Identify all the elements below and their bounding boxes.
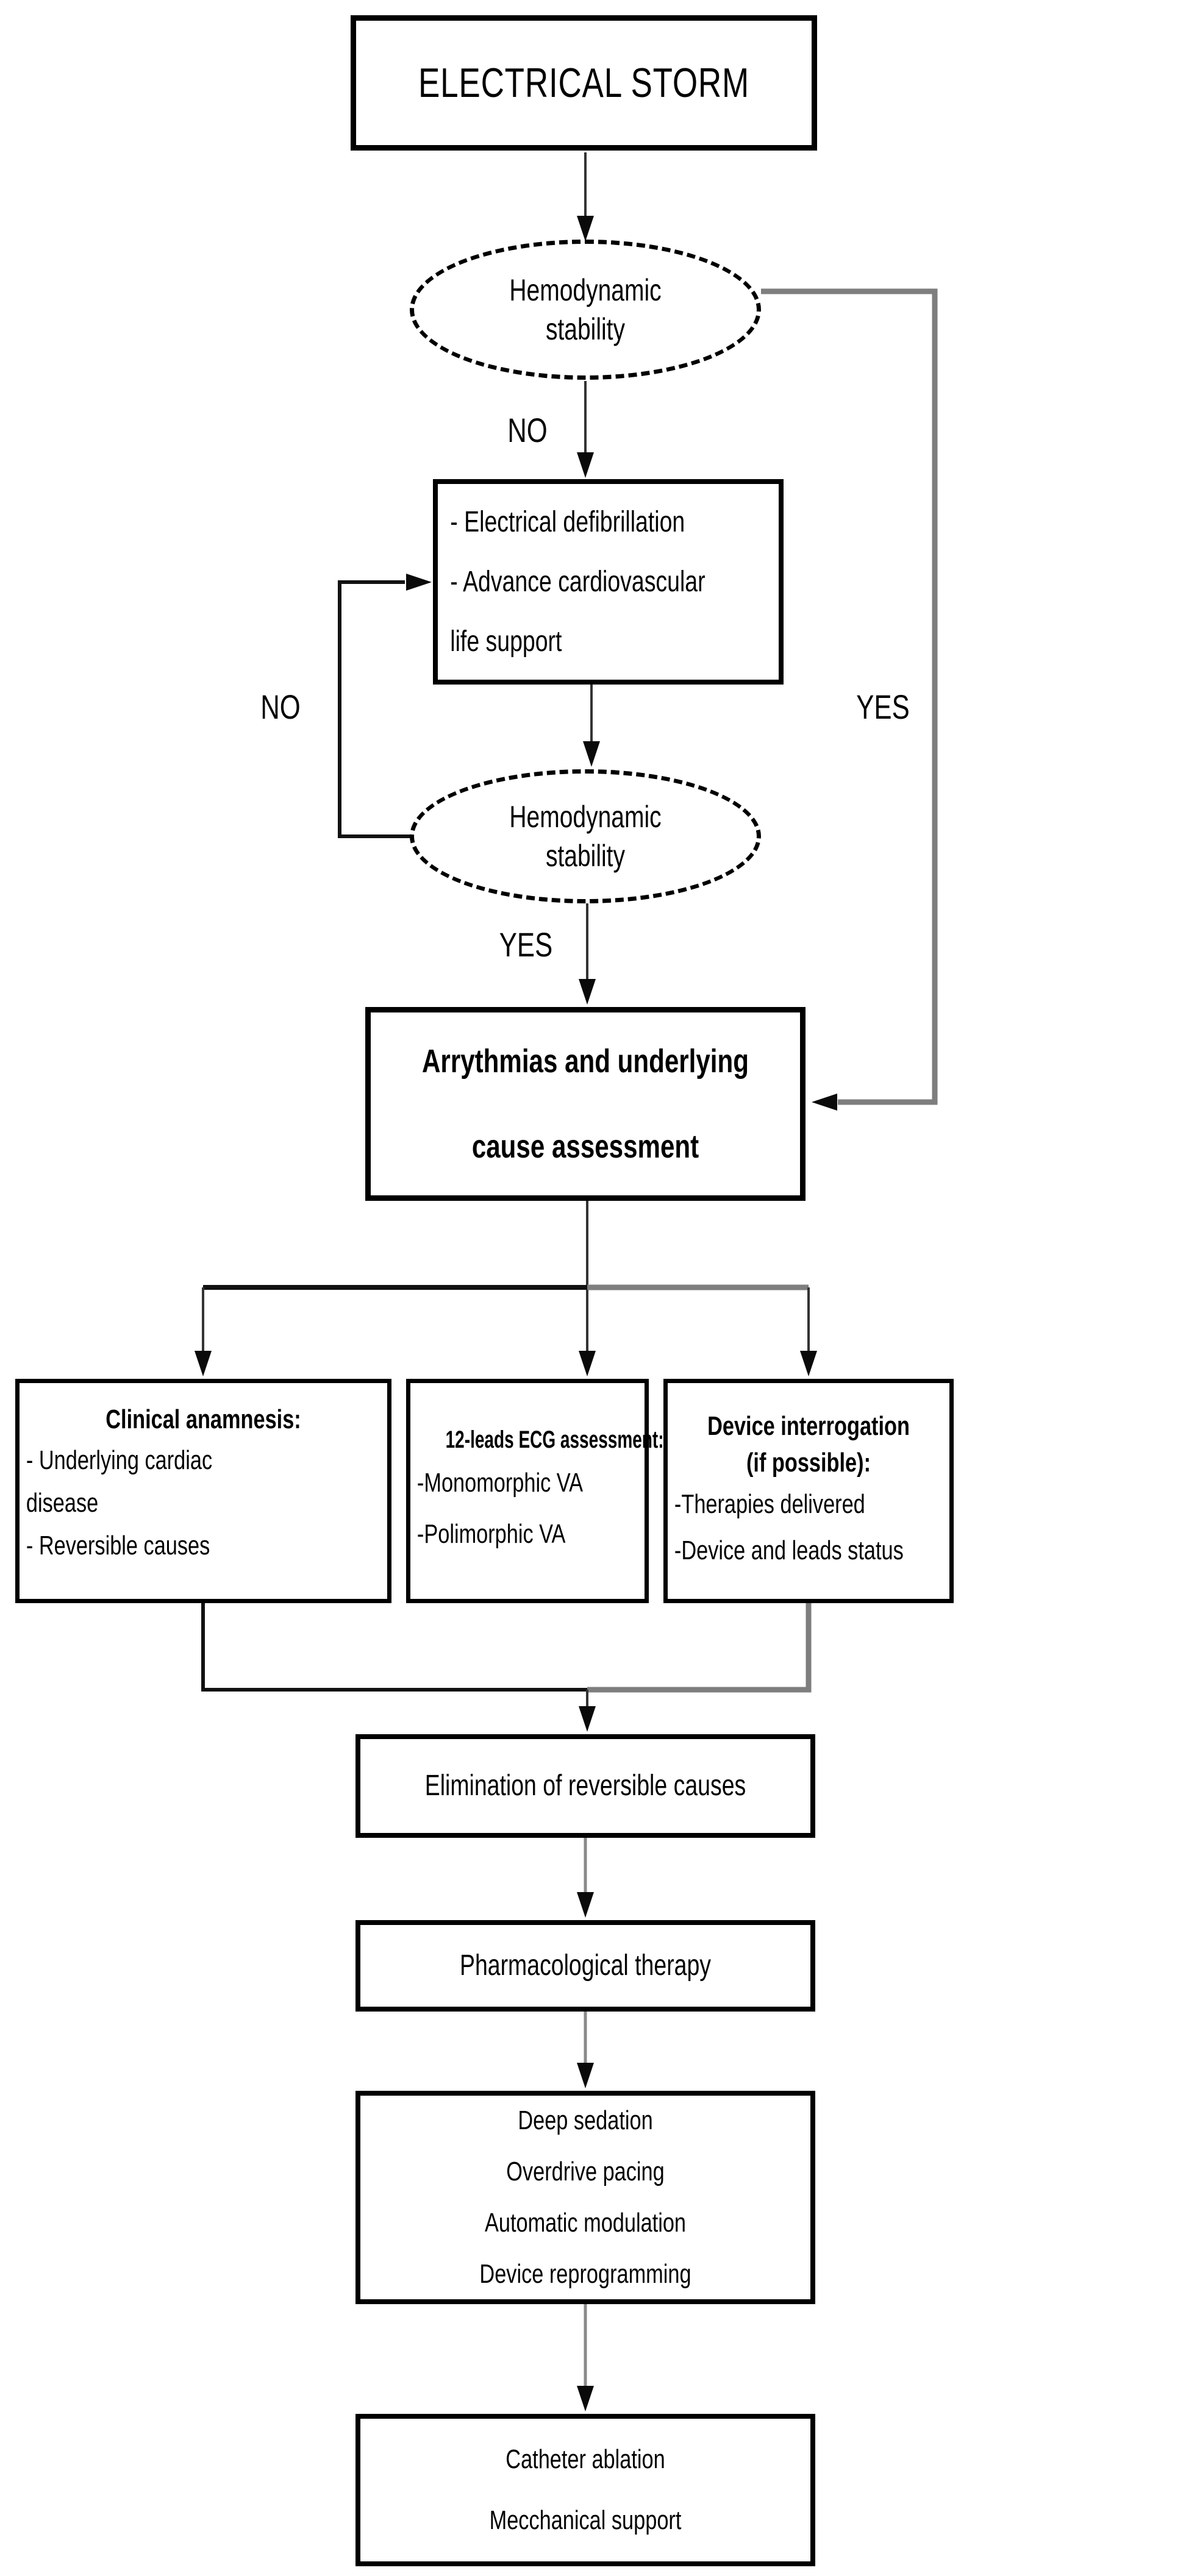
label-yes-top: YES <box>856 688 910 726</box>
arrowhead-ecg <box>579 1351 596 1376</box>
escalation-line2: Overdrive pacing <box>506 2157 665 2186</box>
node-hemodynamic-stability-1: Hemodynamic stability <box>410 240 761 380</box>
stability2-line1: Hemodynamic <box>509 800 662 834</box>
elimination-title: Elimination of reversible causes <box>424 1770 746 1802</box>
defibrillation-line1: - Electrical defibrillation <box>450 505 685 538</box>
node-ecg-assessment: 12-leads ECG assessment: -Monomorphic VA… <box>406 1379 664 1603</box>
node-defibrillation: - Electrical defibrillation - Advance ca… <box>433 479 784 685</box>
stability2-line2: stability <box>545 839 626 873</box>
node-invasive-therapies: Catheter ablation Mecchanical support <box>355 2414 815 2566</box>
device-line1: -Therapies delivered <box>674 1489 865 1519</box>
arrowhead-defibrillation <box>577 452 594 478</box>
arrowhead-no-loop <box>406 574 432 591</box>
invasive-line2: Mecchanical support <box>489 2505 682 2535</box>
device-title1: Device interrogation <box>707 1411 910 1441</box>
escalation-line1: Deep sedation <box>518 2105 653 2135</box>
arrowhead-pharma <box>577 1892 594 1918</box>
label-yes-bottom: YES <box>499 925 553 964</box>
merge-right-path <box>587 1603 812 1693</box>
escalation-line4: Device reprogramming <box>479 2259 691 2289</box>
connector-no-loop <box>338 580 412 838</box>
label-no-top: NO <box>507 411 548 449</box>
clinical-line3: - Reversible causes <box>26 1531 210 1560</box>
arrowhead-clinical <box>195 1351 212 1376</box>
clinical-line1: - Underlying cardiac <box>26 1445 213 1475</box>
arrowhead-assessment <box>579 979 596 1005</box>
device-line2: -Device and leads status <box>674 1535 904 1565</box>
node-hemodynamic-stability-2: Hemodynamic stability <box>410 769 761 903</box>
node-device-interrogation: Device interrogation (if possible): -The… <box>663 1379 954 1603</box>
arrowhead-elimination <box>579 1706 596 1732</box>
arrowhead-invasive <box>577 2386 594 2411</box>
clinical-line2: disease <box>26 1488 99 1518</box>
node-elimination: Elimination of reversible causes <box>355 1734 815 1838</box>
node-electrical-storm-title: ELECTRICAL STORM <box>418 60 749 106</box>
ecg-line1: -Monomorphic VA <box>416 1468 584 1498</box>
defibrillation-line2: - Advance cardiovascular <box>450 565 706 598</box>
ecg-title: 12-leads ECG assessment: <box>445 1426 664 1453</box>
node-clinical-anamnesis: Clinical anamnesis: - Underlying cardiac… <box>15 1379 391 1603</box>
ecg-line2: -Polimorphic VA <box>416 1519 566 1549</box>
arrowhead-device <box>800 1351 817 1376</box>
invasive-line1: Catheter ablation <box>505 2444 665 2474</box>
assessment-line2: cause assessment <box>471 1128 699 1165</box>
arrowhead-yes-bypass <box>812 1094 837 1111</box>
node-escalation-therapies: Deep sedation Overdrive pacing Automatic… <box>355 2091 815 2304</box>
label-no-loop: NO <box>260 688 301 726</box>
stability1-line1: Hemodynamic <box>509 273 662 307</box>
node-assessment: Arrythmias and underlying cause assessme… <box>365 1007 806 1201</box>
connector-yes-bypass <box>761 288 938 1105</box>
stability1-line2: stability <box>545 312 626 346</box>
defibrillation-line3: life support <box>450 625 562 658</box>
merge-left-path <box>201 1603 587 1692</box>
arrowhead-stability1 <box>577 216 594 241</box>
node-pharmacological: Pharmacological therapy <box>355 1920 815 2012</box>
pharmacological-title: Pharmacological therapy <box>459 1949 712 1982</box>
node-electrical-storm: ELECTRICAL STORM <box>351 15 817 151</box>
clinical-title: Clinical anamnesis: <box>105 1404 301 1434</box>
arrowhead-stability2 <box>583 741 600 767</box>
escalation-line3: Automatic modulation <box>484 2208 687 2238</box>
arrowhead-escalation <box>577 2063 594 2088</box>
device-title2: (if possible): <box>746 1448 871 1478</box>
assessment-line1: Arrythmias and underlying <box>422 1043 749 1080</box>
